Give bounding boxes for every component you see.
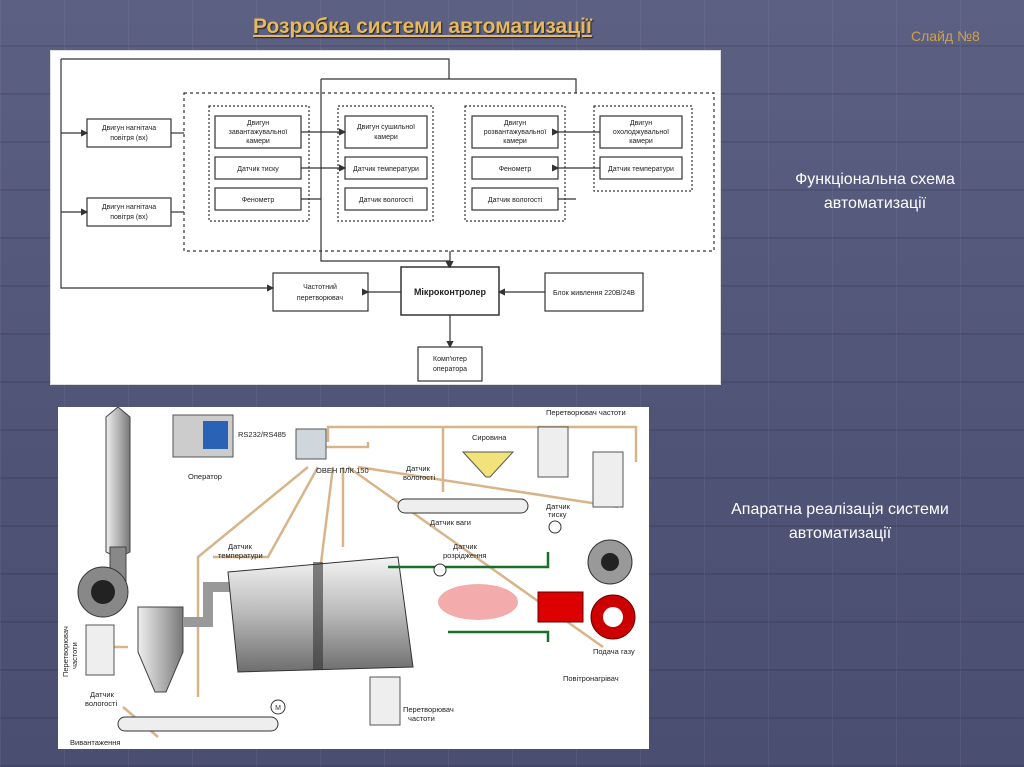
label-humidity-top: вологості bbox=[403, 473, 435, 482]
caption-line: Функціональна схема bbox=[795, 171, 955, 188]
label-unloading: Вивантаження bbox=[70, 738, 120, 747]
block-fan-in: повітря (вх) bbox=[110, 134, 148, 142]
block-fan-meter-2: Фенометр bbox=[499, 166, 532, 173]
top-conveyor bbox=[397, 498, 529, 514]
caption-line: Апаратна реалізація системи bbox=[731, 501, 949, 518]
burner-flame bbox=[438, 584, 518, 620]
freq-converter-top bbox=[537, 426, 569, 478]
label-vacuum: Датчик bbox=[453, 542, 478, 551]
bottom-conveyor bbox=[117, 716, 279, 732]
block-microcontroller: Мікроконтролер bbox=[414, 287, 487, 297]
label-raw-material: Сировина bbox=[472, 433, 507, 442]
label-rs: RS232/RS485 bbox=[238, 430, 286, 439]
label-converter-top: Перетворювач частоти bbox=[546, 408, 626, 417]
block-load-motor: камери bbox=[246, 138, 270, 145]
block-fan-meter: Фенометр bbox=[242, 197, 275, 204]
label-humidity-top: Датчик bbox=[406, 464, 431, 473]
label-temperature: Датчик bbox=[228, 542, 253, 551]
label-converter-left: Перетворювач bbox=[61, 626, 70, 677]
caption-line: автоматизації bbox=[788, 525, 892, 542]
caption-functional-scheme: Функціональна схема автоматизації bbox=[760, 168, 990, 216]
block-fan-out: повітря (вх) bbox=[110, 213, 148, 221]
freq-converter-left bbox=[85, 624, 115, 676]
label-temperature: температури bbox=[218, 551, 263, 560]
label-gas-supply: Подача газу bbox=[593, 647, 635, 656]
label-pressure: Датчик bbox=[546, 502, 571, 511]
block-dryer-motor: Двигун сушильної bbox=[357, 124, 415, 131]
motor-icon bbox=[270, 699, 286, 715]
block-dryer-motor: камери bbox=[374, 134, 398, 141]
block-unload-motor: Двигун bbox=[504, 120, 526, 127]
pressure-gauge bbox=[548, 520, 562, 534]
vacuum-gauge bbox=[433, 563, 447, 577]
slide-title: Розробка системи автоматизації bbox=[253, 15, 592, 38]
label-air-heater: Повітронагрівач bbox=[563, 674, 619, 683]
hardware-scheme-diagram: М RS232/RS485 ОВЕН ПЛК 150 Оператор Пере… bbox=[61, 406, 638, 747]
label-plc: ОВЕН ПЛК 150 bbox=[316, 466, 369, 475]
caption-hardware: Апаратна реалізація системи автоматизаці… bbox=[690, 498, 990, 546]
block-temp-sensor: Датчик температури bbox=[353, 166, 419, 173]
freq-converter-right bbox=[592, 451, 624, 508]
cyclone bbox=[137, 606, 184, 693]
block-power-supply: Блок живлення 220В/24В bbox=[553, 290, 635, 297]
block-converter: перетворювач bbox=[297, 295, 343, 302]
block-cool-motor: охолоджувальної bbox=[613, 129, 669, 136]
label-vacuum: розрідження bbox=[443, 551, 486, 560]
label-humidity-bottom: вологості bbox=[85, 699, 117, 708]
block-fan-out: Двигун нагнітача bbox=[102, 203, 156, 211]
functional-scheme-panel: Двигун нагнітача повітря (вх) Двигун наг… bbox=[50, 50, 721, 385]
label-humidity-bottom: Датчик bbox=[90, 690, 115, 699]
block-unload-motor: камери bbox=[503, 138, 527, 145]
label-pressure: тиску bbox=[548, 510, 567, 519]
block-humidity-sensor-2: Датчик вологості bbox=[488, 196, 543, 204]
hardware-scheme-panel: М RS232/RS485 ОВЕН ПЛК 150 Оператор Пере… bbox=[58, 406, 649, 749]
label-converter-bottom: Перетворювач bbox=[403, 705, 454, 714]
functional-scheme-diagram: Двигун нагнітача повітря (вх) Двигун наг… bbox=[60, 58, 715, 382]
block-load-motor: завантажувальної bbox=[229, 129, 288, 136]
label-converter-left: частоти bbox=[70, 642, 79, 669]
motor-label: М bbox=[275, 705, 281, 712]
block-unload-motor: розвантажувальної bbox=[484, 129, 547, 136]
gas-burner bbox=[537, 591, 584, 623]
block-operator-pc: Комп'ютер bbox=[433, 356, 467, 363]
raw-hopper bbox=[461, 451, 515, 478]
sensor-group-frame bbox=[183, 92, 715, 252]
freq-converter-bottom bbox=[369, 676, 401, 726]
block-humidity-sensor: Датчик вологості bbox=[359, 196, 414, 204]
block-operator-pc: оператора bbox=[433, 366, 467, 373]
block-pressure-sensor: Датчик тиску bbox=[237, 166, 279, 173]
block-fan-in: Двигун нагнітача bbox=[102, 124, 156, 132]
block-converter: Частотний bbox=[303, 283, 337, 291]
caption-line: автоматизації bbox=[823, 195, 927, 212]
label-weight-sensor: Датчик ваги bbox=[430, 518, 471, 527]
chimney bbox=[105, 406, 131, 558]
block-cool-motor: Двигун bbox=[630, 120, 652, 127]
block-cool-motor: камери bbox=[629, 138, 653, 145]
label-operator: Оператор bbox=[188, 472, 222, 481]
slide-number: Слайд №8 bbox=[911, 28, 980, 44]
block-load-motor: Двигун bbox=[247, 120, 269, 127]
plc-unit bbox=[295, 428, 327, 460]
label-converter-bottom: частоти bbox=[408, 714, 435, 723]
block-temp-sensor-2: Датчик температури bbox=[608, 166, 674, 173]
